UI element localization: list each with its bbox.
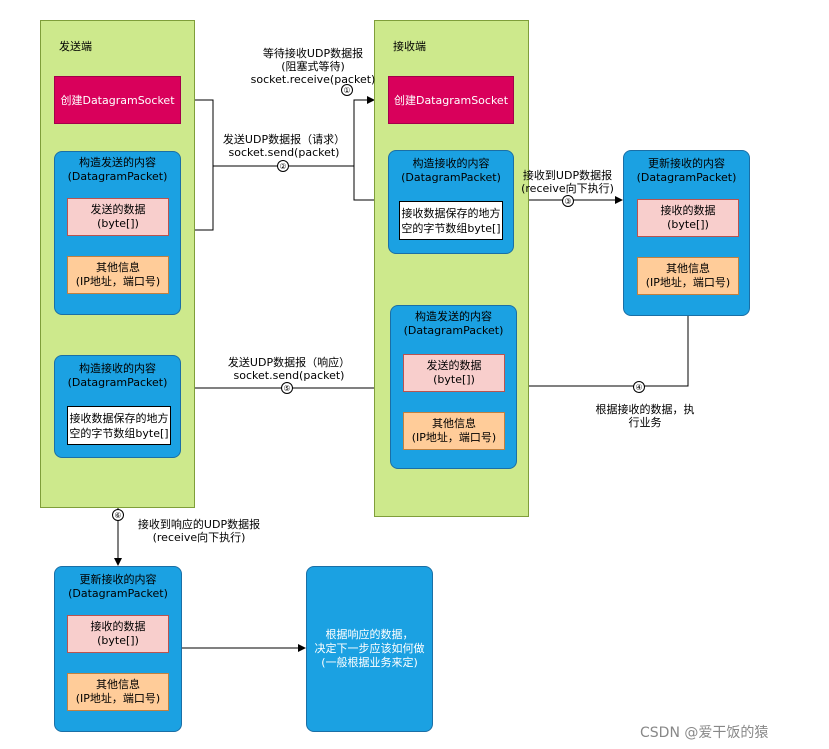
edge-process: [514, 316, 689, 390]
sender-recv-buffer: 接收数据保存的地方 空的字节数组byte[]: [67, 406, 171, 445]
receiver-build-recv-box: 构造接收的内容 (DatagramPacket) 接收数据保存的地方 空的字节数…: [388, 150, 514, 254]
receiver-build-send-box: 构造发送的内容 (DatagramPacket) 发送的数据 (byte[]) …: [390, 305, 517, 469]
sender-update-box: 更新接收的内容 (DatagramPacket) 接收的数据 (byte[]) …: [54, 566, 182, 732]
label-received-response: 接收到响应的UDP数据报 (receive向下执行): [137, 518, 261, 544]
label-received: 接收到UDP数据报 (receive向下执行): [521, 169, 614, 195]
label-send-response: 发送UDP数据报（响应） socket.send(packet): [227, 356, 351, 382]
sender-build-recv-box: 构造接收的内容 (DatagramPacket) 接收数据保存的地方 空的字节数…: [54, 355, 181, 458]
step-5: ⑤: [281, 382, 293, 394]
sender-create-socket: 创建DatagramSocket: [54, 76, 181, 124]
sender-update-data: 接收的数据 (byte[]): [67, 615, 169, 653]
sender-title: 发送端: [59, 40, 92, 53]
label-send-request: 发送UDP数据报（请求） socket.send(packet): [222, 133, 346, 159]
sender-build-send-title: 构造发送的内容 (DatagramPacket): [67, 156, 168, 183]
edge-send-request-a: [181, 99, 214, 231]
sender-send-info: 其他信息 (IP地址，端口号): [67, 256, 169, 294]
sender-update-info: 其他信息 (IP地址，端口号): [67, 673, 169, 711]
final-decision-box: 根据响应的数据， 决定下一步应该如何做 (一般根据业务来定): [306, 566, 433, 732]
watermark: CSDN @爱干饭的猿: [640, 725, 769, 741]
receiver-build-send-title: 构造发送的内容 (DatagramPacket): [403, 310, 504, 337]
receiver-send-info: 其他信息 (IP地址，端口号): [403, 412, 505, 450]
step-3: ③: [562, 195, 574, 207]
sender-build-send-box: 构造发送的内容 (DatagramPacket) 发送的数据 (byte[]) …: [54, 151, 181, 315]
step-2: ②: [277, 160, 289, 172]
step-4: ④: [633, 381, 645, 393]
sender-build-recv-title: 构造接收的内容 (DatagramPacket): [67, 362, 168, 389]
receiver-build-recv-title: 构造接收的内容 (DatagramPacket): [401, 157, 501, 184]
label-wait: 等待接收UDP数据报 (阻塞式等待) socket.receive(packet…: [250, 47, 376, 86]
receiver-update-box: 更新接收的内容 (DatagramPacket) 接收的数据 (byte[]) …: [623, 150, 750, 316]
step-1: ①: [341, 84, 353, 96]
receiver-create-socket: 创建DatagramSocket: [388, 76, 514, 124]
receiver-update-title: 更新接收的内容 (DatagramPacket): [636, 157, 737, 184]
sender-send-data: 发送的数据 (byte[]): [67, 198, 169, 236]
receiver-update-data: 接收的数据 (byte[]): [637, 199, 739, 237]
step-6: ⑥: [112, 509, 124, 521]
receiver-recv-buffer: 接收数据保存的地方 空的字节数组byte[]: [399, 201, 503, 240]
receiver-send-data: 发送的数据 (byte[]): [403, 354, 505, 392]
sender-update-title: 更新接收的内容 (DatagramPacket): [68, 573, 168, 600]
label-process: 根据接收的数据，执 行业务: [595, 403, 695, 429]
receiver-title: 接收端: [393, 40, 426, 53]
receiver-update-info: 其他信息 (IP地址，端口号): [637, 257, 739, 295]
